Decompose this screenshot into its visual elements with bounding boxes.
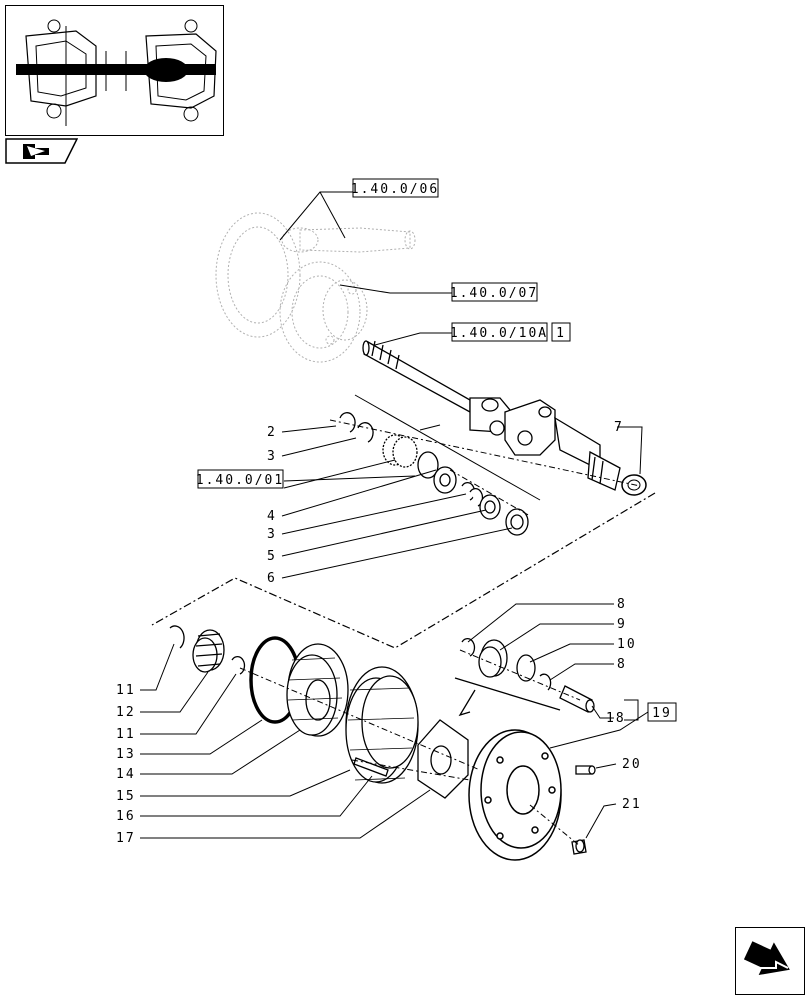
callout-leaders-upper xyxy=(281,425,513,579)
callout-13: 13 xyxy=(116,747,136,762)
callout-15: 15 xyxy=(116,789,136,804)
callout-14: 14 xyxy=(116,767,136,782)
callout-12: 12 xyxy=(116,705,136,720)
planetary-assembly xyxy=(169,625,469,799)
arrow-back-icon xyxy=(5,138,79,164)
parts-20-21-bolts xyxy=(571,765,596,855)
callout-5: 5 xyxy=(267,549,277,564)
callout-8b: 8 xyxy=(617,657,627,672)
ref-1-40-0-06[interactable]: 1.40.0/06 xyxy=(351,182,439,197)
callout-16: 16 xyxy=(116,809,136,824)
arrow-next-icon xyxy=(743,941,790,976)
ghost-crown-wheel xyxy=(215,212,416,338)
callout-3b: 3 xyxy=(267,527,277,542)
part-14-sun-gear xyxy=(286,643,349,737)
ref-1-40-0-01[interactable]: 1.40.0/01 xyxy=(196,473,284,488)
callout-8a: 8 xyxy=(617,597,627,612)
callout-leaders-lower xyxy=(140,643,431,839)
ref-1-40-0-07[interactable]: 1.40.0/07 xyxy=(450,286,538,301)
axle-thumbnail-icon xyxy=(16,19,217,126)
callout-7: 7 xyxy=(614,420,624,435)
ref-1-40-0-10a-qty: 1 xyxy=(556,326,566,341)
axis-lines xyxy=(239,419,641,847)
bracket-lines xyxy=(354,394,541,501)
callout-6: 6 xyxy=(267,571,277,586)
callout-17: 17 xyxy=(116,831,136,846)
parts-2-to-6 xyxy=(339,412,529,536)
assembly-boundary xyxy=(151,492,656,649)
next-page-button[interactable] xyxy=(735,927,805,995)
callout-18: 18 xyxy=(606,711,626,726)
part-16-pin xyxy=(353,757,389,777)
callout-leaders-right xyxy=(467,603,649,839)
axle-thumbnail[interactable] xyxy=(5,5,224,136)
ref-19: 19 xyxy=(652,706,672,721)
part-17-plate xyxy=(417,719,469,799)
callout-20: 20 xyxy=(622,757,642,772)
callout-21: 21 xyxy=(622,797,642,812)
part-12-gear xyxy=(192,629,225,673)
planet-set-8-10 xyxy=(454,638,595,717)
reference-leaders xyxy=(279,191,643,489)
reference-boxes xyxy=(197,178,677,722)
callout-4: 4 xyxy=(267,509,277,524)
part-19-cover xyxy=(468,729,562,861)
callout-11b: 11 xyxy=(116,727,136,742)
ghost-differential-housing xyxy=(279,261,368,363)
callout-10: 10 xyxy=(617,637,637,652)
half-shaft xyxy=(362,340,621,491)
callout-11a: 11 xyxy=(116,683,136,698)
back-nav-button[interactable] xyxy=(5,138,79,164)
part-15-ring-gear xyxy=(345,666,419,784)
callout-3a: 3 xyxy=(267,449,277,464)
callout-9: 9 xyxy=(617,617,627,632)
callout-2: 2 xyxy=(267,425,277,440)
ref-1-40-0-10a[interactable]: 1.40.0/10A xyxy=(450,326,548,341)
